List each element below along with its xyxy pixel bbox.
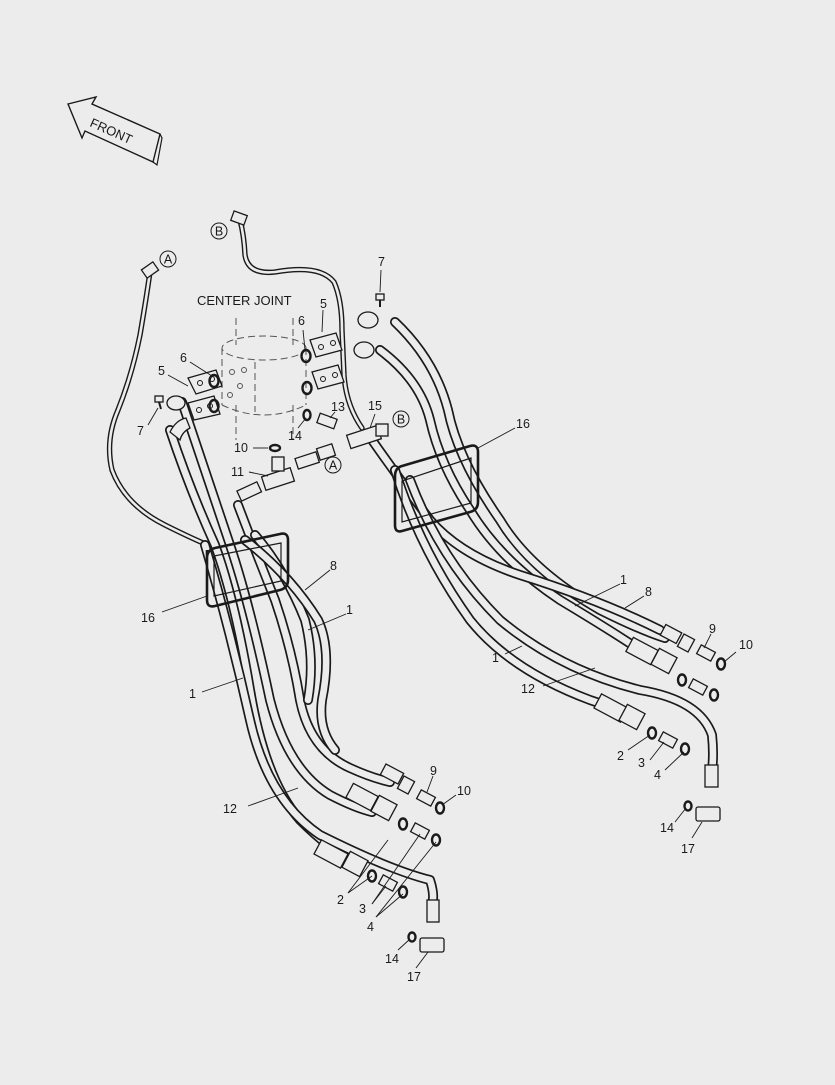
- callout-2: 2: [617, 749, 624, 763]
- callout-3: 3: [638, 756, 645, 770]
- callout-17: 17: [407, 970, 421, 984]
- pipe-a: [106, 260, 218, 551]
- svg-text:A: A: [329, 459, 338, 473]
- callout-15: 15: [368, 399, 382, 413]
- o-rings-center: [208, 348, 313, 453]
- flange-right-upper: [309, 332, 343, 358]
- callout-6: 6: [298, 314, 305, 328]
- callout-14: 14: [385, 952, 399, 966]
- callout-1: 1: [346, 603, 353, 617]
- callout-14: 14: [660, 821, 674, 835]
- center-joint-label: CENTER JOINT: [197, 293, 292, 308]
- center-joint: CENTER JOINT: [197, 293, 307, 440]
- callout-9: 9: [430, 764, 437, 778]
- callout-7: 7: [137, 424, 144, 438]
- callout-10: 10: [234, 441, 248, 455]
- connector-mark-b-tee: B: [392, 410, 410, 428]
- callout-8: 8: [645, 585, 652, 599]
- callout-10: 10: [457, 784, 471, 798]
- connector-mark-a-mid: A: [324, 456, 342, 474]
- callout-2: 2: [337, 893, 344, 907]
- callout-16: 16: [516, 417, 530, 431]
- callout-16: 16: [141, 611, 155, 625]
- pipe-b: [229, 210, 365, 431]
- callout-4: 4: [367, 920, 374, 934]
- callout-14: 14: [288, 429, 302, 443]
- elbow-fittings: [166, 311, 379, 442]
- bolt-left: [154, 395, 164, 410]
- callout-10: 10: [739, 638, 753, 652]
- callout-1: 1: [492, 651, 499, 665]
- callout-9: 9: [709, 622, 716, 636]
- callout-5: 5: [158, 364, 165, 378]
- callout-7: 7: [378, 255, 385, 269]
- svg-text:A: A: [164, 253, 173, 267]
- callout-12: 12: [223, 802, 237, 816]
- svg-text:B: B: [397, 413, 405, 427]
- hose-clamp-left: [205, 532, 290, 608]
- callout-1: 1: [189, 687, 196, 701]
- callout-6: 6: [180, 351, 187, 365]
- tee-fitting-left: [236, 443, 337, 502]
- right-hose-bundle: [367, 317, 718, 775]
- leader-lines: [147, 269, 737, 969]
- connector-mark-a-top: A: [159, 250, 177, 268]
- callout-3: 3: [359, 902, 366, 916]
- callout-1: 1: [620, 573, 627, 587]
- connector-mark-b-top: B: [210, 222, 228, 240]
- callout-17: 17: [681, 842, 695, 856]
- callout-4: 4: [654, 768, 661, 782]
- svg-text:B: B: [215, 225, 223, 239]
- flange-left-upper: [187, 369, 223, 395]
- callout-numbers: 7 5 6 5 6 7 13 15 14 10 11 16 16 8 1 1 1…: [137, 255, 753, 984]
- right-end-fittings: [593, 623, 727, 822]
- left-end-fittings: [313, 763, 446, 953]
- callout-13: 13: [331, 400, 345, 414]
- tee-fitting-right: [315, 412, 389, 450]
- callout-12: 12: [521, 682, 535, 696]
- callout-8: 8: [330, 559, 337, 573]
- bolt-upper: [375, 293, 385, 307]
- callout-11: 11: [231, 465, 244, 479]
- callout-5: 5: [320, 297, 327, 311]
- front-arrow: FRONT: [67, 95, 163, 167]
- flange-right-lower: [311, 364, 345, 390]
- left-hose-bundle: [165, 397, 439, 910]
- hose-clamp-right: [393, 444, 480, 533]
